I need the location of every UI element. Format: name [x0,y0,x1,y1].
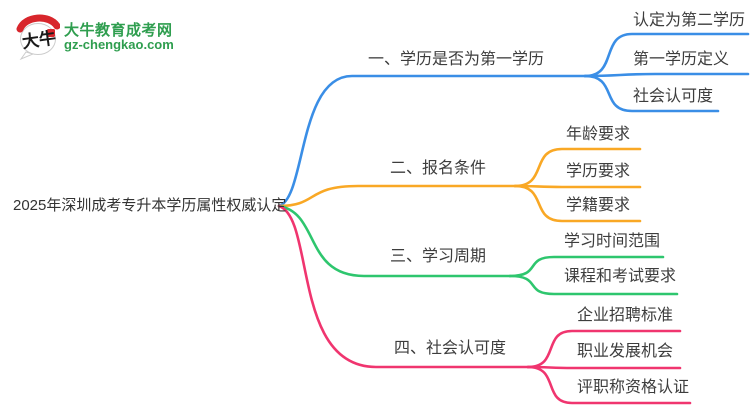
branch4-line [277,204,530,369]
branch2-child2-line [513,184,642,189]
subnode-branch4-child2: 职业发展机会 [577,343,674,360]
branch3-child2-line [508,274,679,296]
subnode-branch2-child3: 学籍要求 [566,197,631,214]
subnode-branch2-child2: 学历要求 [566,163,631,180]
branch3-label: 三、学习周期 [390,248,487,265]
subnode-branch3-child2: 课程和考试要求 [564,268,677,285]
subnode-branch3-child1: 学习时间范围 [564,233,661,250]
branch1-child2-line [583,72,750,78]
branch2-line [277,184,517,208]
branch1-child1-line [583,32,750,78]
branch1-label: 一、学历是否为第一学历 [368,51,545,68]
logo-bull-icon: 大牛 [16,14,60,60]
root-node: 2025年深圳成考专升本学历属性权威认定 [13,197,287,214]
subnode-branch4-child1: 企业招聘标准 [577,307,674,324]
branch3-line [277,204,512,278]
site-logo: 大牛 大牛教育成考网 gz-chengkao.com [16,10,206,62]
branch2-child3-line [513,184,642,223]
branch4-child1-line [526,329,682,369]
branch3-child1-line [508,255,665,278]
svg-text:大牛: 大牛 [21,27,57,52]
branch1-line [277,74,587,208]
branch1-child3-line [583,74,720,113]
subnode-branch1-child1: 认定为第二学历 [633,12,746,29]
branch2-label: 二、报名条件 [390,160,487,177]
logo-site-name: 大牛教育成考网 [64,22,173,39]
branch4-child3-line [526,365,692,405]
branch2-child1-line [513,147,642,188]
subnode-branch2-child1: 年龄要求 [566,126,631,143]
branch4-label: 四、社会认可度 [394,340,507,357]
subnode-branch1-child3: 社会认可度 [633,88,714,105]
logo-site-url: gz-chengkao.com [64,37,174,52]
subnode-branch1-child2: 第一学历定义 [633,51,730,68]
branch4-child2-line [526,365,682,370]
subnode-branch4-child3: 评职称资格认证 [577,379,690,396]
